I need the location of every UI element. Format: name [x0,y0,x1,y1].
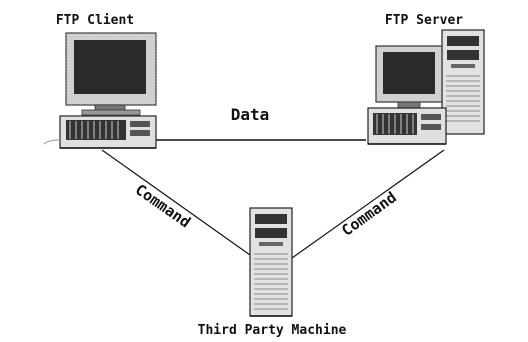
command-right-label: Command [338,188,400,240]
ftp-client-label: FTP Client [56,13,134,28]
command-left-label: Command [132,180,194,231]
ftp-server-computer-icon [367,29,485,145]
command-right-line [291,149,445,259]
ftp-client-computer-icon [43,32,157,149]
ftp-server-label: FTP Server [385,13,463,28]
data-label: Data [231,105,270,124]
third-party-tower-icon [249,207,293,317]
command-left-line [101,149,251,256]
third-party-machine-label: Third Party Machine [198,323,347,338]
